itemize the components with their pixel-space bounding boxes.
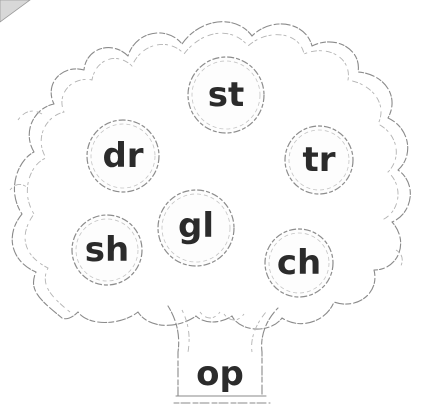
apple-label: st	[208, 75, 245, 115]
apple-label: ch	[277, 243, 321, 283]
trunk-label: op	[196, 354, 244, 394]
apple-label: sh	[85, 230, 129, 270]
apple-ch: ch	[264, 228, 334, 298]
apple-label: gl	[178, 206, 214, 246]
apple-gl: gl	[157, 189, 235, 267]
apple-tr: tr	[284, 125, 354, 195]
apple-st: st	[187, 56, 265, 134]
apple-dr: dr	[86, 119, 160, 193]
apple-label: dr	[102, 136, 143, 176]
tree-trunk	[167, 305, 279, 404]
apple-label: tr	[302, 140, 335, 180]
corner-scrap	[0, 0, 31, 23]
tree-canopy	[9, 21, 411, 330]
apple-sh: sh	[71, 214, 143, 286]
